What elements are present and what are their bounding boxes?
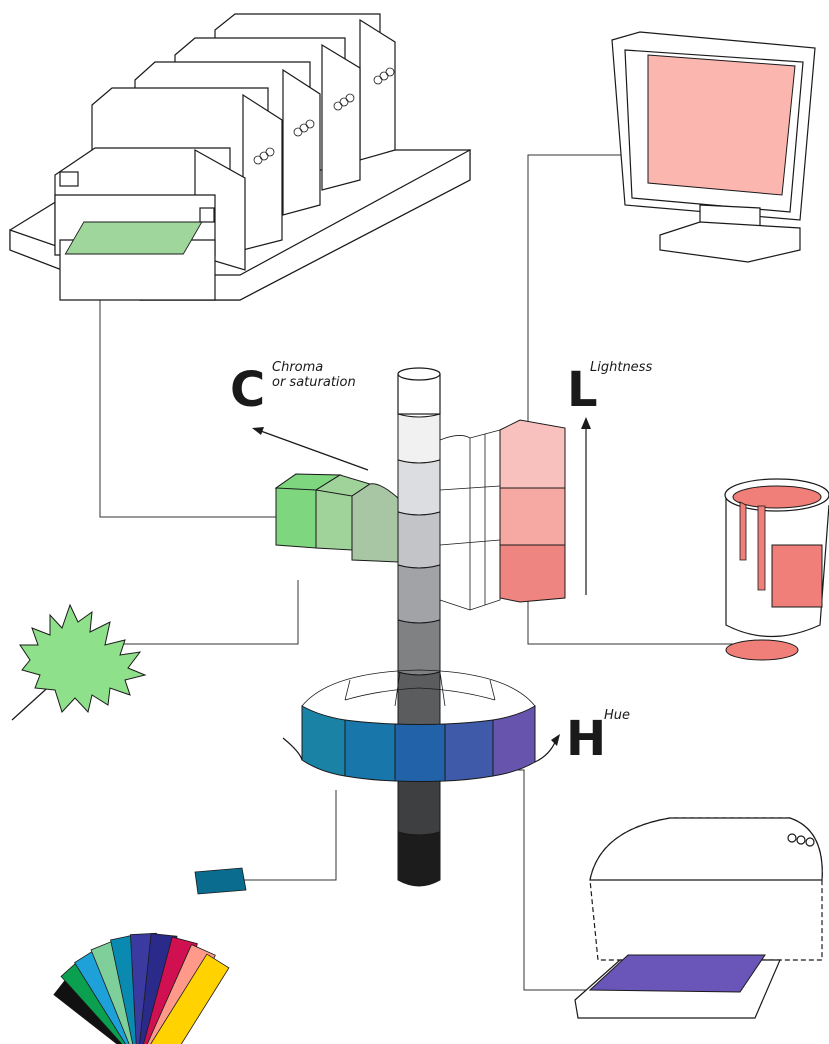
paint-label [771,544,823,608]
red-block-top [499,419,566,489]
red-block-bottom [499,544,566,603]
chroma-green-blocks [274,473,399,563]
connector-monitor [527,154,755,645]
axis-labels: C Chroma or saturation L Lightness H Hue [230,360,652,767]
computer-monitor [611,31,816,263]
lightness-label: Lightness [590,360,652,375]
gray-segment-4 [397,564,441,624]
color-fan-deck [53,867,247,1044]
gray-segment-8 [397,831,441,887]
fan-deck-tab [194,867,247,895]
paint-puddle [725,639,799,661]
chroma-label-line1: Chroma [272,360,323,375]
red-block-middle [499,487,566,546]
hue-letter: H [566,711,606,767]
gray-segment-3 [397,511,441,569]
lightness-red-blocks [439,419,566,611]
chroma-arrow [257,429,369,471]
connector-inkjet [505,769,600,991]
hue-segment-2 [344,719,396,782]
hue-label: Hue [604,708,630,723]
hue-segment-1 [301,705,346,777]
hue-segment-5 [492,705,536,777]
lightness-letter: L [567,362,598,418]
connector-printing-press [99,300,342,518]
gray-segment-1 [397,413,441,464]
lightness-axis-column [397,367,441,887]
axis-arrows [252,417,591,763]
hue-segment-4 [444,719,494,782]
hue-ring [301,669,536,782]
inkjet-printer [574,817,823,1019]
paint-can [724,478,829,661]
monitor-screen [647,54,796,196]
press-paper-sheet [64,221,203,255]
connector-leaf [115,580,299,645]
inkjet-paper [588,954,766,993]
green-block-inner [351,483,399,563]
connector-fan-deck [228,790,337,881]
leaf [11,603,147,721]
chroma-letter: C [230,362,265,418]
gray-segment-5 [397,619,441,676]
leaf-shape [19,603,147,714]
printing-press [9,13,471,301]
chroma-label-line2: or saturation [272,375,356,390]
gray-segment-2 [397,459,441,516]
